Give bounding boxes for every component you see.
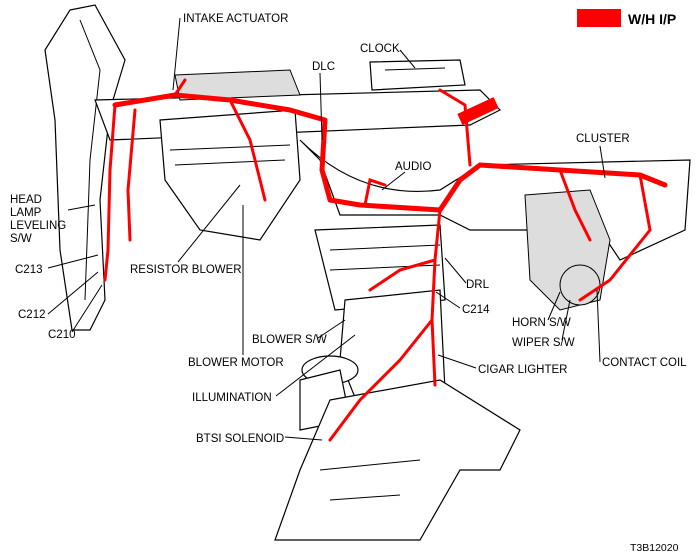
legend-label: W/H I/P (628, 11, 676, 27)
label-c214: C214 (462, 304, 490, 316)
instrument-panel-harness (103, 78, 668, 442)
label-illumination: ILLUMINATION (192, 392, 272, 404)
legend: W/H I/P (577, 9, 676, 27)
label-head-lamp-leveling-1: HEAD (10, 194, 42, 206)
label-blower-motor: BLOWER MOTOR (188, 357, 284, 369)
leader-lines (47, 17, 606, 441)
label-blower-sw: BLOWER S/W (252, 334, 327, 346)
label-head-lamp-leveling-2: LAMP (10, 207, 42, 219)
label-btsi-solenoid: BTSI SOLENOID (196, 433, 284, 445)
label-horn-sw: HORN S/W (512, 317, 571, 329)
component-labels: INTAKE ACTUATOR CLOCK DLC CLUSTER AUDIO … (10, 13, 687, 554)
label-dlc: DLC (312, 61, 335, 73)
label-c212: C212 (18, 309, 46, 321)
label-intake-actuator: INTAKE ACTUATOR (183, 13, 288, 25)
label-drl: DRL (466, 279, 490, 291)
label-head-lamp-leveling-4: S/W (10, 233, 32, 245)
label-resistor-blower: RESISTOR BLOWER (130, 264, 242, 276)
label-audio: AUDIO (395, 161, 431, 173)
label-cigar-lighter: CIGAR LIGHTER (478, 364, 567, 376)
figure-code: T3B12020 (630, 542, 679, 554)
label-c213: C213 (15, 264, 43, 276)
label-cluster: CLUSTER (576, 133, 630, 145)
label-c210: C210 (48, 329, 76, 341)
label-head-lamp-leveling-3: LEVELING (10, 220, 66, 232)
label-wiper-sw: WIPER S/W (512, 337, 575, 349)
legend-swatch (577, 9, 621, 27)
label-contact-coil: CONTACT COIL (602, 357, 687, 369)
label-clock: CLOCK (360, 43, 400, 55)
